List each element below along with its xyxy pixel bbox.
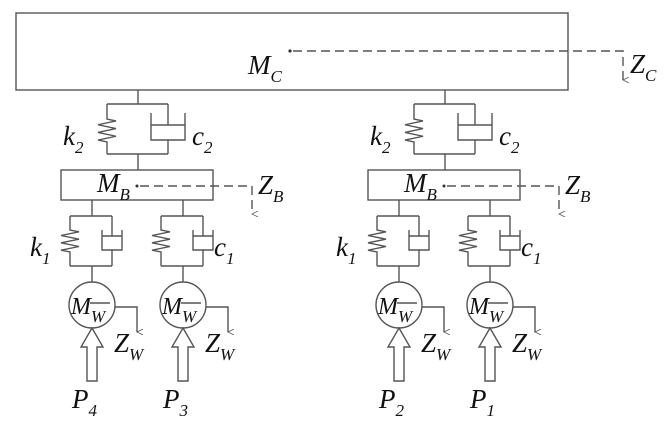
wheel-displacement-arrow: [422, 306, 444, 332]
car-body-displacement-line: [293, 50, 623, 80]
secondary-spring-label: k2: [370, 121, 391, 157]
car-body-displacement-label: ZC: [630, 49, 657, 85]
secondary-damper: [457, 104, 493, 154]
force-arrow: [477, 326, 503, 382]
wheel-displacement-arrow: [115, 306, 137, 332]
secondary-damper-label: c2: [192, 121, 213, 157]
force-label-1: P3: [162, 384, 188, 420]
wheel-displacement-arrow: [206, 306, 228, 332]
force-arrow: [79, 326, 105, 382]
primary-spring: [458, 216, 478, 266]
primary-damper: [408, 216, 430, 266]
secondary-spring: [404, 104, 424, 154]
wheel-displacement-label: ZW: [512, 328, 543, 364]
force-arrow: [386, 326, 412, 382]
car-body-mass: [15, 12, 569, 91]
bogie-mass-label: MB: [403, 168, 438, 204]
bogie-displacement-line: [140, 185, 252, 214]
bogie-mass-label: MB: [96, 168, 131, 204]
wheel-displacement-label: ZW: [205, 328, 236, 364]
primary-spring: [151, 216, 171, 266]
wheel-mass-label: MW: [468, 294, 505, 326]
bogie-cg-dot: [135, 184, 139, 188]
wheel-mass-label: MW: [377, 294, 414, 326]
secondary-damper-label: c2: [499, 121, 520, 157]
bogie-mass: [60, 169, 214, 201]
primary-damper: [192, 216, 214, 266]
primary-spring-label: k1: [336, 232, 356, 268]
secondary-spring-label: k2: [63, 121, 84, 157]
bogie-cg-dot: [442, 184, 446, 188]
wheel-mass-label: MW: [70, 294, 107, 326]
bogie-displacement-line: [447, 185, 559, 214]
secondary-spring: [97, 104, 117, 154]
car-body-cg-dot: [288, 49, 292, 53]
primary-spring-label: k1: [30, 232, 50, 268]
wheel-displacement-label: ZW: [421, 328, 452, 364]
primary-damper: [101, 216, 123, 266]
secondary-suspension-frame: [107, 90, 168, 170]
bogie-displacement-label: ZB: [565, 170, 591, 206]
primary-spring: [60, 216, 80, 266]
force-label-3: P1: [469, 384, 495, 420]
force-label-0: P4: [71, 384, 98, 420]
primary-suspension-frame: [161, 200, 203, 282]
primary-damper: [499, 216, 521, 266]
primary-spring: [367, 216, 387, 266]
secondary-suspension-frame: [414, 90, 475, 170]
primary-suspension-frame: [377, 200, 419, 282]
wheel-displacement-label: ZW: [114, 328, 145, 364]
wheel-mass-label: MW: [161, 294, 198, 326]
primary-damper-label: c1: [521, 232, 541, 268]
bogie-mass: [367, 169, 521, 201]
bogie-displacement-label: ZB: [258, 170, 284, 206]
wheel-displacement-arrow: [513, 306, 535, 332]
primary-damper-label: c1: [214, 232, 234, 268]
primary-suspension-frame: [70, 200, 112, 282]
force-label-2: P2: [378, 384, 405, 420]
car-body-mass-label: MC: [247, 50, 283, 86]
primary-suspension-frame: [468, 200, 510, 282]
force-arrow: [170, 326, 196, 382]
secondary-damper: [150, 104, 186, 154]
